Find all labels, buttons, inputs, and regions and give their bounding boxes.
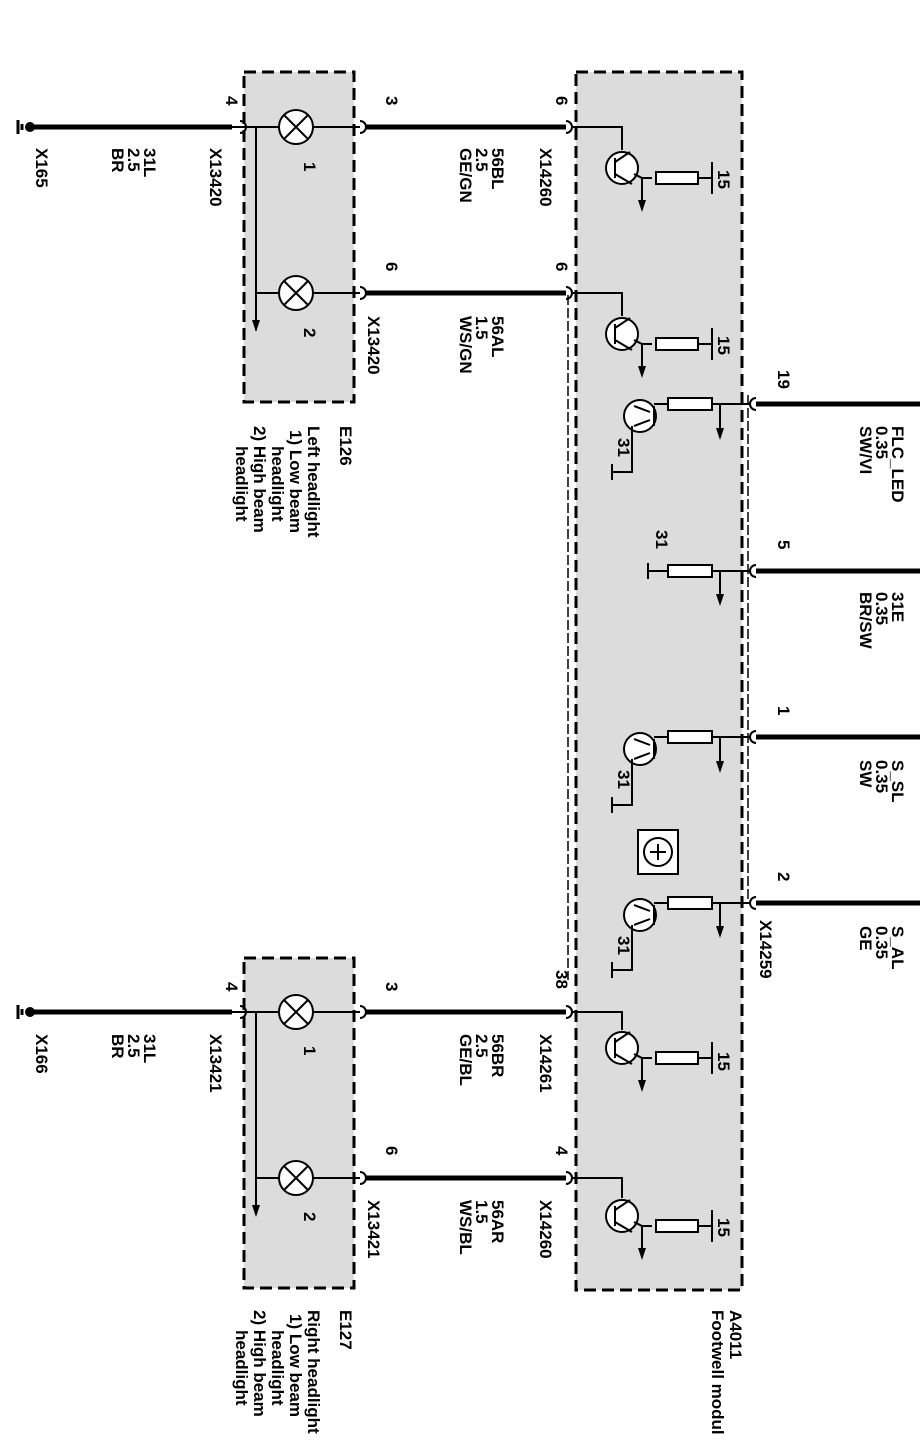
module-inner-boundary — [567, 295, 749, 980]
wire-label: 56BR — [488, 1034, 507, 1077]
signal-color: SW/VI — [856, 426, 875, 474]
wire-label: 1.5 — [472, 1200, 491, 1224]
ground-wire-line1: 31L — [140, 148, 159, 177]
component-desc: 2) High beam — [250, 1310, 269, 1417]
ground-wire-line1: 31L — [140, 1034, 159, 1063]
ground-label-x165: X165 — [32, 148, 51, 188]
microcontroller-icon — [637, 829, 679, 875]
supply-label: 15 — [714, 1052, 733, 1071]
ground-wire-line2: 2.5 — [124, 1034, 143, 1058]
ground-ref: 31 — [652, 530, 671, 549]
component-desc: headlight — [268, 1330, 287, 1406]
connector-label: X13421 — [364, 1200, 383, 1259]
module-name: Footwell modul — [708, 1310, 727, 1435]
component-desc: 2) High beam — [250, 426, 269, 533]
lamp-number: 2 — [300, 328, 319, 337]
signal-gauge: 0.35 — [872, 426, 891, 459]
signal-gauge: 0.35 — [872, 592, 891, 625]
ground-ref: 31 — [614, 438, 633, 457]
signal-gauge: 0.35 — [872, 760, 891, 793]
ground-wire-line3: BR — [108, 148, 127, 173]
pin-label: 3 — [382, 982, 401, 991]
signal-color: SW — [856, 760, 875, 788]
driver-transistor-2 — [565, 286, 713, 378]
signal-gauge: 0.35 — [872, 926, 891, 959]
wire-label: 2.5 — [472, 148, 491, 172]
wire-label: 56BL — [488, 148, 507, 190]
wire-label: WS/BL — [456, 1200, 475, 1255]
signal-pin: 19 — [774, 370, 793, 389]
ground-ref: 31 — [614, 936, 633, 955]
module-id: A4011 — [726, 1310, 745, 1359]
module-connector-top: X14259 — [756, 920, 775, 979]
lamp-number: 1 — [300, 162, 319, 171]
footwell-module-box — [574, 70, 744, 1292]
wire-label: 56AL — [488, 316, 507, 358]
lamp-number: 2 — [300, 1212, 319, 1221]
wire-label: WS/GN — [456, 316, 475, 374]
ground-label-x166: X166 — [32, 1034, 51, 1074]
wire-label: 1.5 — [472, 316, 491, 340]
wire-label: GE/GN — [456, 148, 475, 203]
driver-transistor-3 — [565, 1005, 713, 1092]
left-ground-symbol — [16, 120, 24, 134]
pin-label: 4 — [222, 982, 241, 992]
connector-label: X13420 — [364, 316, 383, 375]
supply-label: 15 — [714, 1218, 733, 1237]
signal-name: S_SL — [888, 760, 907, 803]
signal-pin: 2 — [774, 872, 793, 881]
connector-label: X13421 — [206, 1034, 225, 1093]
module-connector: X14261 — [536, 1034, 555, 1093]
module-connector: X14260 — [536, 148, 555, 207]
signal-pin: 5 — [774, 540, 793, 549]
input-31E — [647, 563, 920, 606]
wire-label: 2.5 — [472, 1034, 491, 1058]
wire-label: GE/BL — [456, 1034, 475, 1086]
component-id: E126 — [336, 426, 355, 466]
signal-name: FLC_LED — [888, 426, 907, 503]
module-pin: 6 — [552, 262, 571, 271]
input-S_SL — [611, 730, 920, 813]
signal-color: GE — [856, 926, 875, 951]
module-pin: 4 — [552, 1146, 571, 1156]
pin-label: 3 — [382, 96, 401, 105]
wire-label: 56AR — [488, 1200, 507, 1243]
input-FLC_LED — [611, 397, 920, 480]
signal-name: S_AL — [888, 926, 907, 969]
connector-label: X13420 — [206, 148, 225, 207]
component-id: E127 — [336, 1310, 355, 1350]
signal-pin: 1 — [774, 706, 793, 715]
ground-wire-line2: 2.5 — [124, 148, 143, 172]
ground-ref: 31 — [614, 770, 633, 789]
pin-label: 6 — [382, 262, 401, 271]
supply-label: 15 — [714, 170, 733, 189]
driver-transistor-4 — [565, 1171, 713, 1260]
pin-label: 6 — [382, 1146, 401, 1155]
component-desc: headlight — [268, 446, 287, 522]
supply-label: 15 — [714, 336, 733, 355]
module-pin: 38 — [552, 970, 571, 989]
ground-wire-line3: BR — [108, 1034, 127, 1059]
component-desc: 1) Low beam — [286, 430, 305, 533]
component-desc: Right headlight — [304, 1310, 323, 1434]
component-desc: headlight — [232, 1330, 251, 1406]
signal-color: BR/SW — [856, 592, 875, 650]
module-pin: 6 — [552, 96, 571, 105]
component-desc: headlight — [232, 446, 251, 522]
lamp-number: 1 — [300, 1046, 319, 1055]
driver-transistor-1 — [565, 120, 713, 212]
component-desc: Left headlight — [304, 426, 323, 538]
input-S_AL — [611, 896, 920, 978]
signal-name: 31E — [888, 592, 907, 622]
component-desc: 1) Low beam — [286, 1314, 305, 1417]
module-connector: X14260 — [536, 1200, 555, 1259]
pin-label: 4 — [222, 96, 241, 106]
right-ground-symbol — [16, 1005, 24, 1019]
